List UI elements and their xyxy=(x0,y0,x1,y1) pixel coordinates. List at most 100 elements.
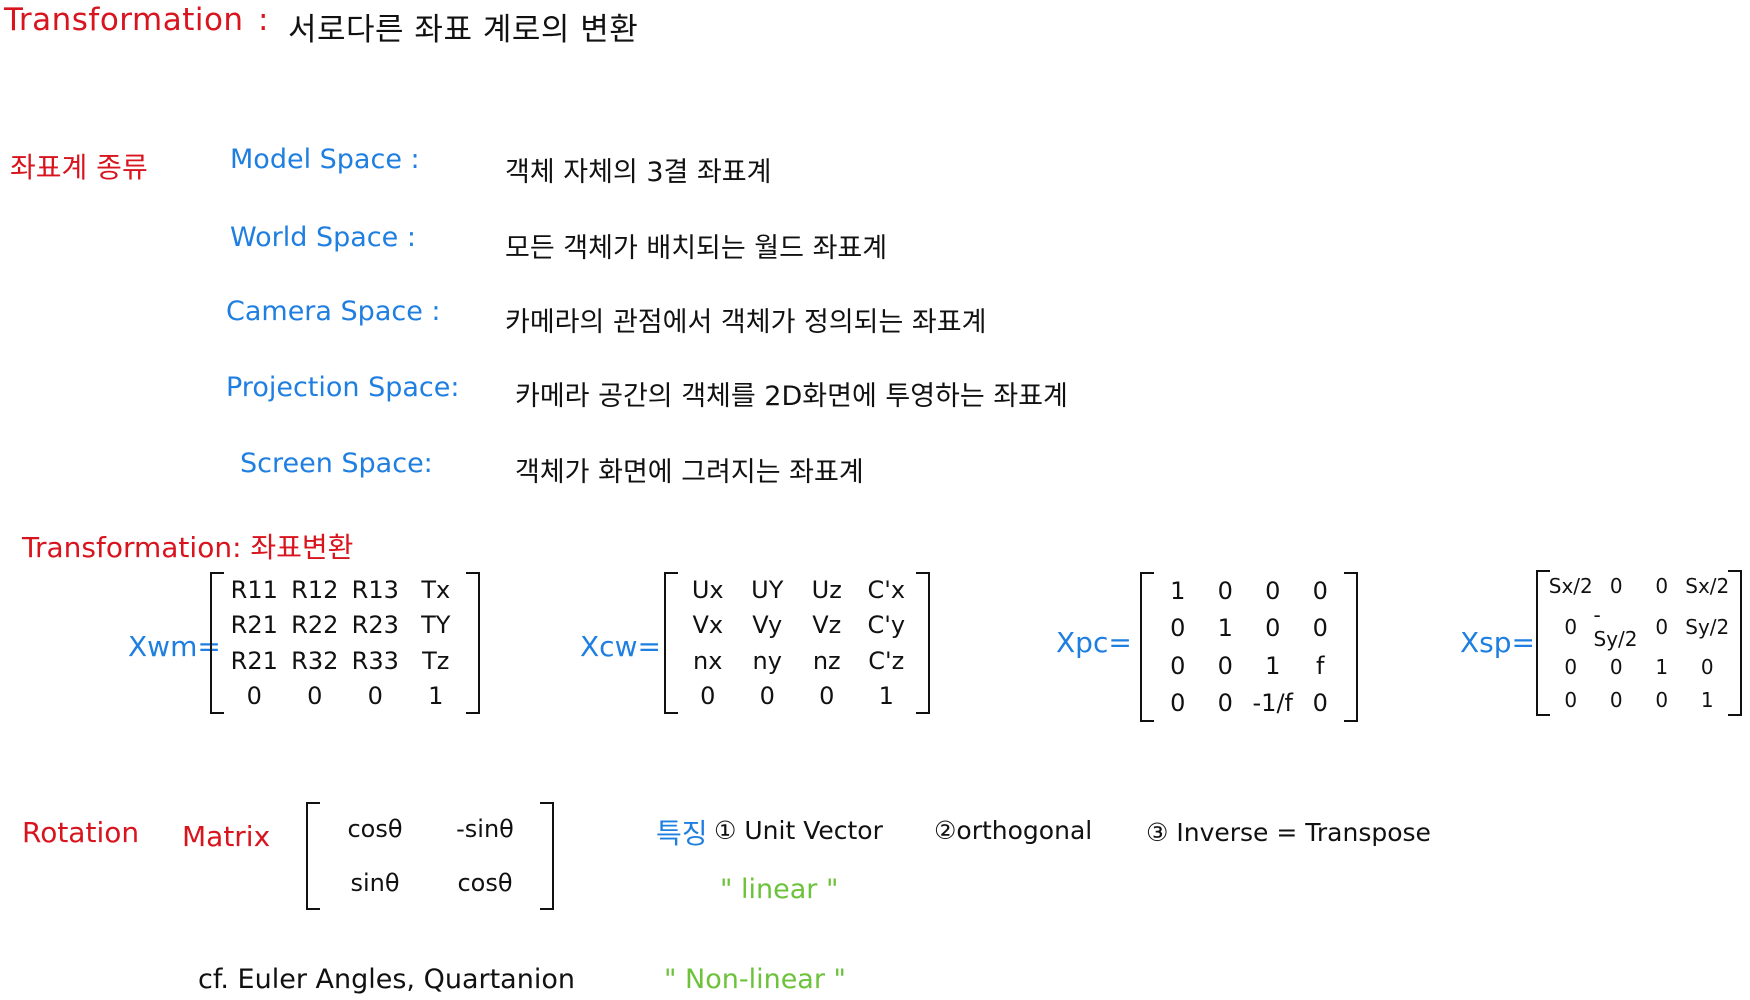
coord-type-label-projection: Projection Space: xyxy=(226,372,460,403)
matrix-cell: nz xyxy=(812,646,841,675)
matrix-pc: 1 0 0 0 0 1 0 0 0 0 1 f 0 0 -1/f 0 xyxy=(1140,572,1358,722)
matrix-bracket-left xyxy=(1140,572,1154,722)
matrix-cell: 0 xyxy=(819,682,835,711)
coord-type-desc-projection: 카메라 공간의 객체를 2D화면에 투영하는 좌표계 xyxy=(515,381,1068,412)
matrix-cell: Vz xyxy=(812,611,842,640)
coord-types-heading: 좌표계 종류 xyxy=(10,151,148,184)
matrix-cell: cosθ xyxy=(457,869,513,897)
rotation-label: Rotation xyxy=(22,816,140,849)
matrix-cell: 0 xyxy=(759,682,775,711)
matrix-cell: 0 xyxy=(1700,654,1714,679)
matrix-cell: 0 xyxy=(1170,651,1186,680)
cf-note: cf. Euler Angles, Quartanion xyxy=(198,964,575,995)
matrix-cell: UY xyxy=(751,575,784,604)
matrix-cell: R32 xyxy=(291,646,339,675)
matrix-cell: Vy xyxy=(752,611,783,640)
coord-type-desc-camera: 카메라의 관점에서 객체가 정의되는 좌표계 xyxy=(505,307,987,338)
matrix-cell: 0 xyxy=(1564,687,1578,712)
matrix-cw: Ux UY Uz C'x Vx Vy Vz C'y nx ny nz C'z 0… xyxy=(664,572,930,714)
matrix-cell: 0 xyxy=(1265,576,1281,605)
matrix-wm-label: Xwm= xyxy=(128,630,221,663)
page-subtitle: 서로다른 좌표 계로의 변환 xyxy=(288,12,639,48)
matrix-cell: 0 xyxy=(1265,614,1281,643)
matrix-cell: R21 xyxy=(230,611,278,640)
coord-type-desc-screen: 객체가 화면에 그려지는 좌표계 xyxy=(515,457,864,488)
matrix-cell: C'y xyxy=(867,611,906,640)
matrix-cell: R13 xyxy=(351,575,399,604)
page-title: Transformation xyxy=(4,2,244,38)
matrix-cell: R22 xyxy=(291,611,339,640)
matrix-bracket-left xyxy=(1536,570,1550,716)
coord-type-desc-model: 객체 자체의 3결 좌표계 xyxy=(505,157,772,188)
title-colon: : xyxy=(258,2,269,38)
matrix-cell: -Sy/2 xyxy=(1593,602,1638,651)
matrix-cell: Tz xyxy=(422,646,450,675)
matrix-bracket-left xyxy=(306,802,320,910)
feature-unit-vector: ① Unit Vector xyxy=(714,816,883,845)
matrix-cell: f xyxy=(1316,651,1325,680)
matrix-cell: 0 xyxy=(1609,687,1623,712)
matrix-cell: nx xyxy=(693,646,723,675)
matrix-cell: 0 xyxy=(367,682,383,711)
matrix-cell: 0 xyxy=(1312,576,1328,605)
matrix-cell: ny xyxy=(752,646,782,675)
matrix-cell: 0 xyxy=(1564,614,1578,639)
matrix-cell: Sy/2 xyxy=(1685,614,1730,639)
matrix-bracket-left xyxy=(210,572,224,714)
matrix-cell: R33 xyxy=(351,646,399,675)
transform-heading: Transformation: 좌표변환 xyxy=(22,531,354,564)
coord-type-desc-world: 모든 객체가 배치되는 월드 좌표계 xyxy=(505,233,888,264)
matrix-cell: Sx/2 xyxy=(1548,574,1593,599)
matrix-sp: Sx/2 0 0 Sx/2 0 -Sy/2 0 Sy/2 0 0 1 0 0 0… xyxy=(1536,570,1742,716)
matrix-cell: Vx xyxy=(692,611,724,640)
matrix-cell: cosθ xyxy=(347,815,403,843)
matrix-cell: 1 xyxy=(1217,614,1233,643)
rotation-matrix: cosθ -sinθ sinθ cosθ xyxy=(306,802,554,910)
matrix-cell: 1 xyxy=(1655,654,1669,679)
matrix-wm: R11 R12 R13 Tx R21 R22 R23 TY R21 R32 R3… xyxy=(210,572,480,714)
matrix-cell: 1 xyxy=(1170,576,1186,605)
matrix-cell: 0 xyxy=(1609,654,1623,679)
matrix-cell: Tx xyxy=(421,575,451,604)
matrix-sp-label: Xsp= xyxy=(1460,626,1536,659)
matrix-cell: Uz xyxy=(811,575,842,604)
matrix-cell: R12 xyxy=(291,575,339,604)
matrix-cell: 0 xyxy=(1655,687,1669,712)
matrix-cell: 0 xyxy=(307,682,323,711)
matrix-cell: 0 xyxy=(246,682,262,711)
coord-type-label-camera: Camera Space : xyxy=(226,296,441,327)
matrix-cell: 0 xyxy=(1312,689,1328,718)
matrix-bracket-left xyxy=(664,572,678,714)
matrix-cell: C'x xyxy=(867,575,906,604)
matrix-cell: 0 xyxy=(1217,689,1233,718)
matrix-cell: -1/f xyxy=(1252,689,1293,718)
matrix-cell: 0 xyxy=(1312,614,1328,643)
rotation-label-matrix: Matrix xyxy=(182,820,271,853)
coord-type-label-world: World Space : xyxy=(230,222,416,253)
matrix-cell: R23 xyxy=(351,611,399,640)
matrix-cell: 0 xyxy=(1217,576,1233,605)
matrix-cell: 0 xyxy=(1170,614,1186,643)
coord-type-label-model: Model Space : xyxy=(230,144,420,175)
matrix-bracket-right xyxy=(540,802,554,910)
matrix-cell: 0 xyxy=(1217,651,1233,680)
matrix-cell: 0 xyxy=(1655,574,1669,599)
matrix-pc-label: Xpc= xyxy=(1056,626,1132,659)
matrix-cell: Ux xyxy=(691,575,724,604)
matrix-cell: C'z xyxy=(868,646,905,675)
features-heading: 특징 xyxy=(656,817,708,850)
coord-type-label-screen: Screen Space: xyxy=(240,448,433,479)
nonlinear-note: " Non-linear " xyxy=(664,964,846,995)
matrix-cell: -sinθ xyxy=(456,815,514,843)
matrix-cell: Sx/2 xyxy=(1685,574,1730,599)
matrix-cell: 0 xyxy=(1655,614,1669,639)
matrix-cell: R11 xyxy=(230,575,278,604)
matrix-bracket-right xyxy=(1728,570,1742,716)
matrix-cell: 1 xyxy=(1265,651,1281,680)
matrix-cell: 1 xyxy=(878,682,894,711)
matrix-cell: 1 xyxy=(1700,687,1714,712)
matrix-bracket-right xyxy=(916,572,930,714)
feature-orthogonal: ②orthogonal xyxy=(934,816,1093,845)
matrix-cell: 0 xyxy=(1564,654,1578,679)
matrix-cell: 0 xyxy=(1609,574,1623,599)
